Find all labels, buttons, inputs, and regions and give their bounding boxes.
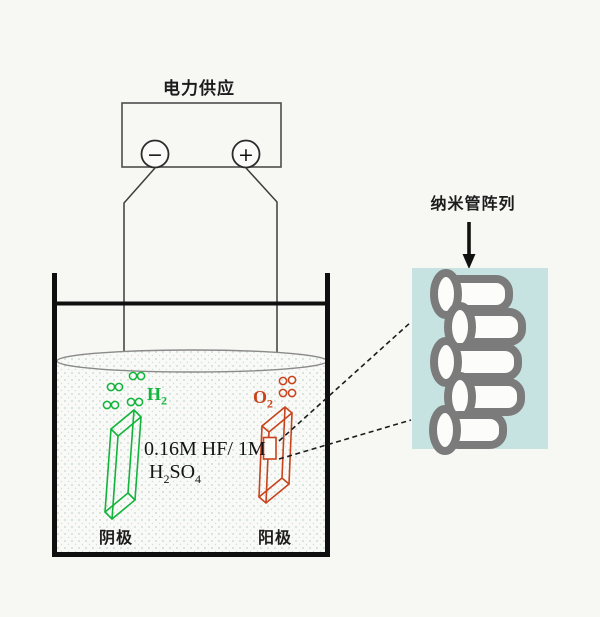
oxygen-subscript: 2 — [267, 396, 274, 411]
anode-wire — [245, 167, 278, 414]
h2so4-so-sub: 4 — [195, 472, 202, 486]
electrolyte-concentration-line1: 0.16M HF/ 1M — [144, 438, 266, 460]
beaker-walls — [52, 273, 330, 557]
nanotube-array-label: 纳米管阵列 — [430, 196, 516, 213]
down-arrow-icon — [462, 222, 476, 269]
h2so4-h-sub: 2 — [163, 472, 170, 486]
plus-sign: + — [238, 144, 254, 166]
cathode-label: 阴极 — [98, 530, 134, 547]
nanotube — [430, 337, 522, 387]
cathode-electrode — [103, 408, 143, 521]
hydrogen-label: H2 — [147, 384, 168, 408]
cathode-wire — [123, 167, 156, 418]
nanotube-sample-region — [262, 436, 277, 460]
magnification-lines — [278, 321, 412, 460]
anode-electrode — [257, 405, 294, 505]
h2so4-h: H — [149, 461, 164, 483]
nanotube — [429, 405, 507, 455]
minus-sign: − — [147, 144, 163, 166]
negative-terminal-icon — [140, 139, 170, 169]
anode-label: 阳极 — [257, 530, 293, 547]
nanotube — [444, 372, 525, 422]
power-supply-box: − + — [121, 102, 282, 169]
liquid-surface — [56, 349, 328, 373]
electrolyte-liquid — [56, 349, 328, 553]
electrolyte-concentration-line2: H2SO4 — [149, 461, 202, 486]
oxygen-bubbles — [278, 375, 297, 398]
hydrogen-symbol: H — [147, 384, 162, 404]
oxygen-label: O2 — [253, 387, 274, 411]
nanotube-array-inset — [412, 268, 548, 455]
oxygen-symbol: O — [253, 387, 268, 407]
wires — [123, 167, 278, 418]
power-supply-label: 电力供应 — [163, 79, 235, 98]
upper-dashed-line — [278, 321, 412, 442]
h2so4-so: SO — [169, 461, 196, 483]
hydrogen-subscript: 2 — [161, 393, 168, 408]
nanotube — [444, 302, 526, 352]
positive-terminal-icon — [231, 139, 261, 169]
hydrogen-bubbles — [102, 371, 146, 410]
lower-dashed-line — [278, 419, 412, 460]
beaker — [52, 273, 330, 557]
